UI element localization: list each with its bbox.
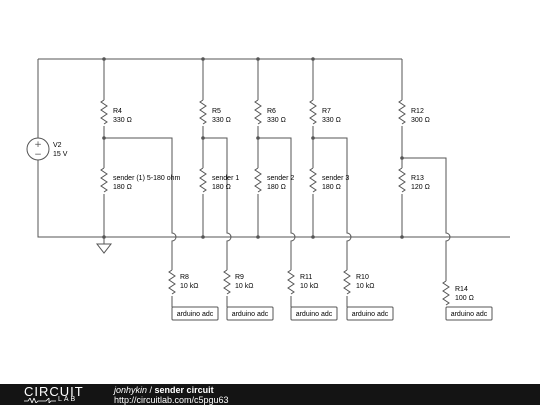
resistor-zigzag-r5 <box>199 99 207 125</box>
source-value: 15 V <box>53 151 68 158</box>
adc-port-label: arduino adc <box>451 311 488 318</box>
resistor-zigzag-r13 <box>398 167 406 193</box>
junction-dot <box>256 235 260 239</box>
sender-name: sender 2 <box>267 175 294 182</box>
resistor-value: 330 Ω <box>267 117 286 124</box>
sender-name: sender (1) 5-180 ohm <box>113 175 180 182</box>
junction-dot <box>201 57 205 61</box>
sender-name: sender 3 <box>322 175 349 182</box>
footer-bar: CIRCUIT LAB jonhykin / sender circuit ht… <box>0 384 540 405</box>
resistor-zigzag-r10 <box>343 269 351 295</box>
resistor-bodies <box>100 99 450 306</box>
top-resistor-labels: R4 330 Ω R5 330 Ω R6 330 Ω R7 330 Ω R12 … <box>113 108 430 124</box>
resistor-value: 10 kΩ <box>356 283 374 290</box>
resistor-value: 300 Ω <box>411 117 430 124</box>
logo-circuit-text: CIRCUIT <box>24 384 84 399</box>
adc-port: arduino adc <box>346 306 394 321</box>
resistor-zigzag-r7 <box>309 99 317 125</box>
resistor-value: 10 kΩ <box>300 283 318 290</box>
resistor-zigzag-sender-2 <box>254 167 262 193</box>
resistor-name: R5 <box>212 108 221 115</box>
resistor-zigzag-sender-1 <box>199 167 207 193</box>
adc-port: arduino adc <box>445 306 493 321</box>
resistor-zigzag-r4 <box>100 99 108 125</box>
adc-port: arduino adc <box>226 306 274 321</box>
junction-dot <box>400 235 404 239</box>
junction-dot <box>311 57 315 61</box>
junction-dot <box>201 136 205 140</box>
resistor-name: R4 <box>113 108 122 115</box>
resistor-name: R12 <box>411 108 424 115</box>
resistor-zigzag-r8 <box>168 269 176 295</box>
adc-port: arduino adc <box>290 306 338 321</box>
resistor-name: R11 <box>300 274 312 281</box>
junction-dot <box>102 235 106 239</box>
resistor-zigzag-r6 <box>254 99 262 125</box>
adc-resistor-labels: R8 10 kΩ R9 10 kΩ R11 10 kΩ R10 10 kΩ R1… <box>180 274 474 302</box>
resistor-value: 330 Ω <box>322 117 341 124</box>
resistor-zigzag-r14 <box>442 280 450 306</box>
resistor-name: R10 <box>356 274 369 281</box>
resistor-zigzag-sender-1-5-180 <box>100 167 108 193</box>
resistor-name: R14 <box>455 286 468 293</box>
circuit-url-link[interactable]: http://circuitlab.com/c5pgu63 <box>114 395 229 405</box>
adc-port-label: arduino adc <box>296 311 333 318</box>
sender-value: 180 Ω <box>212 184 231 191</box>
resistor-name: R9 <box>235 274 244 281</box>
junction-dot <box>201 235 205 239</box>
source-name: V2 <box>53 142 62 149</box>
resistor-value: 330 Ω <box>113 117 132 124</box>
logo-waveform-icon <box>24 398 56 403</box>
logo-lab-text: LAB <box>58 396 78 403</box>
schematic: + − V2 15 V <box>26 57 510 321</box>
resistor-zigzag-r11 <box>287 269 295 295</box>
attribution-line: jonhykin / sender circuit <box>114 385 214 395</box>
author-link[interactable]: jonhykin <box>114 385 148 395</box>
junction-dot <box>102 57 106 61</box>
junction-dot <box>256 136 260 140</box>
resistor-value: 10 kΩ <box>235 283 253 290</box>
resistor-value: 10 kΩ <box>180 283 198 290</box>
junction-dot <box>256 57 260 61</box>
junction-dot <box>102 136 106 140</box>
circuit-title[interactable]: sender circuit <box>154 385 214 395</box>
adc-port-label: arduino adc <box>177 311 214 318</box>
junction-dot <box>311 136 315 140</box>
voltage-source: + − V2 15 V <box>26 137 68 161</box>
resistor-name: R6 <box>267 108 276 115</box>
resistor-name: R8 <box>180 274 189 281</box>
resistor-value: 120 Ω <box>411 184 430 191</box>
circuitlab-logo[interactable]: CIRCUIT LAB <box>4 385 94 404</box>
wires <box>37 58 510 307</box>
adc-ports: arduino adc arduino adc arduino adc ardu… <box>171 306 493 321</box>
resistor-value: 330 Ω <box>212 117 231 124</box>
separator: / <box>147 385 155 395</box>
ground-symbol <box>95 243 113 254</box>
sender-value: 180 Ω <box>322 184 341 191</box>
sender-value: 180 Ω <box>267 184 286 191</box>
adc-port-label: arduino adc <box>352 311 389 318</box>
sender-value: 180 Ω <box>113 184 132 191</box>
resistor-zigzag-sender-3 <box>309 167 317 193</box>
adc-port: arduino adc <box>171 306 219 321</box>
resistor-zigzag-r12 <box>398 99 406 125</box>
junctions <box>102 57 404 239</box>
plus-sign: + <box>34 140 42 150</box>
sender-name: sender 1 <box>212 175 239 182</box>
junction-dot <box>400 156 404 160</box>
sender-labels: sender (1) 5-180 ohm 180 Ω sender 1 180 … <box>113 175 430 191</box>
adc-port-label: arduino adc <box>232 311 269 318</box>
resistor-value: 100 Ω <box>455 295 474 302</box>
junction-dot <box>311 235 315 239</box>
minus-sign: − <box>34 150 42 160</box>
resistor-name: R13 <box>411 175 424 182</box>
resistor-name: R7 <box>322 108 331 115</box>
resistor-zigzag-r9 <box>223 269 231 295</box>
